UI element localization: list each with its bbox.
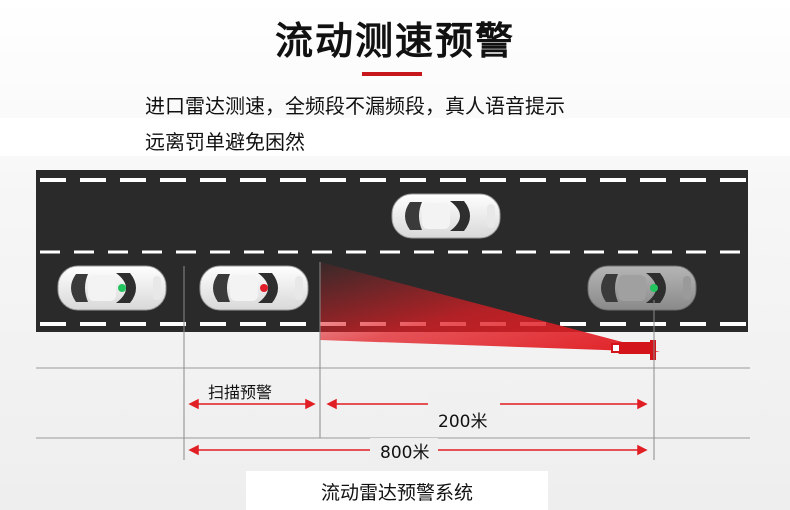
car-left-indicator — [118, 284, 126, 292]
scan-warning-label: 扫描预警 — [208, 383, 273, 402]
label-800-backdrop — [370, 438, 438, 462]
lane-markings — [40, 178, 748, 326]
speed-camera-icon — [611, 340, 656, 360]
description-band — [0, 118, 790, 156]
distance-200-label: 200米 — [438, 412, 488, 432]
title-accent-bar — [362, 72, 422, 76]
distance-800-label: 800米 — [380, 443, 430, 463]
description-line-2: 远离罚单避免困然 — [145, 130, 305, 154]
car-right — [587, 265, 697, 311]
label-200-backdrop — [428, 392, 500, 416]
description-line-1: 进口雷达测速，全频段不漏频段，真人语音提示 — [145, 94, 565, 118]
page-title: 流动测速预警 — [274, 19, 515, 63]
car-middle — [199, 265, 309, 311]
car-left — [57, 265, 167, 311]
car-right-indicator — [650, 284, 658, 292]
footer-caption: 流动雷达预警系统 — [320, 482, 473, 504]
car-middle-indicator — [260, 284, 268, 292]
footer-caption-box — [246, 471, 548, 510]
radar-beam — [320, 262, 660, 352]
car-top-lane — [391, 193, 501, 239]
